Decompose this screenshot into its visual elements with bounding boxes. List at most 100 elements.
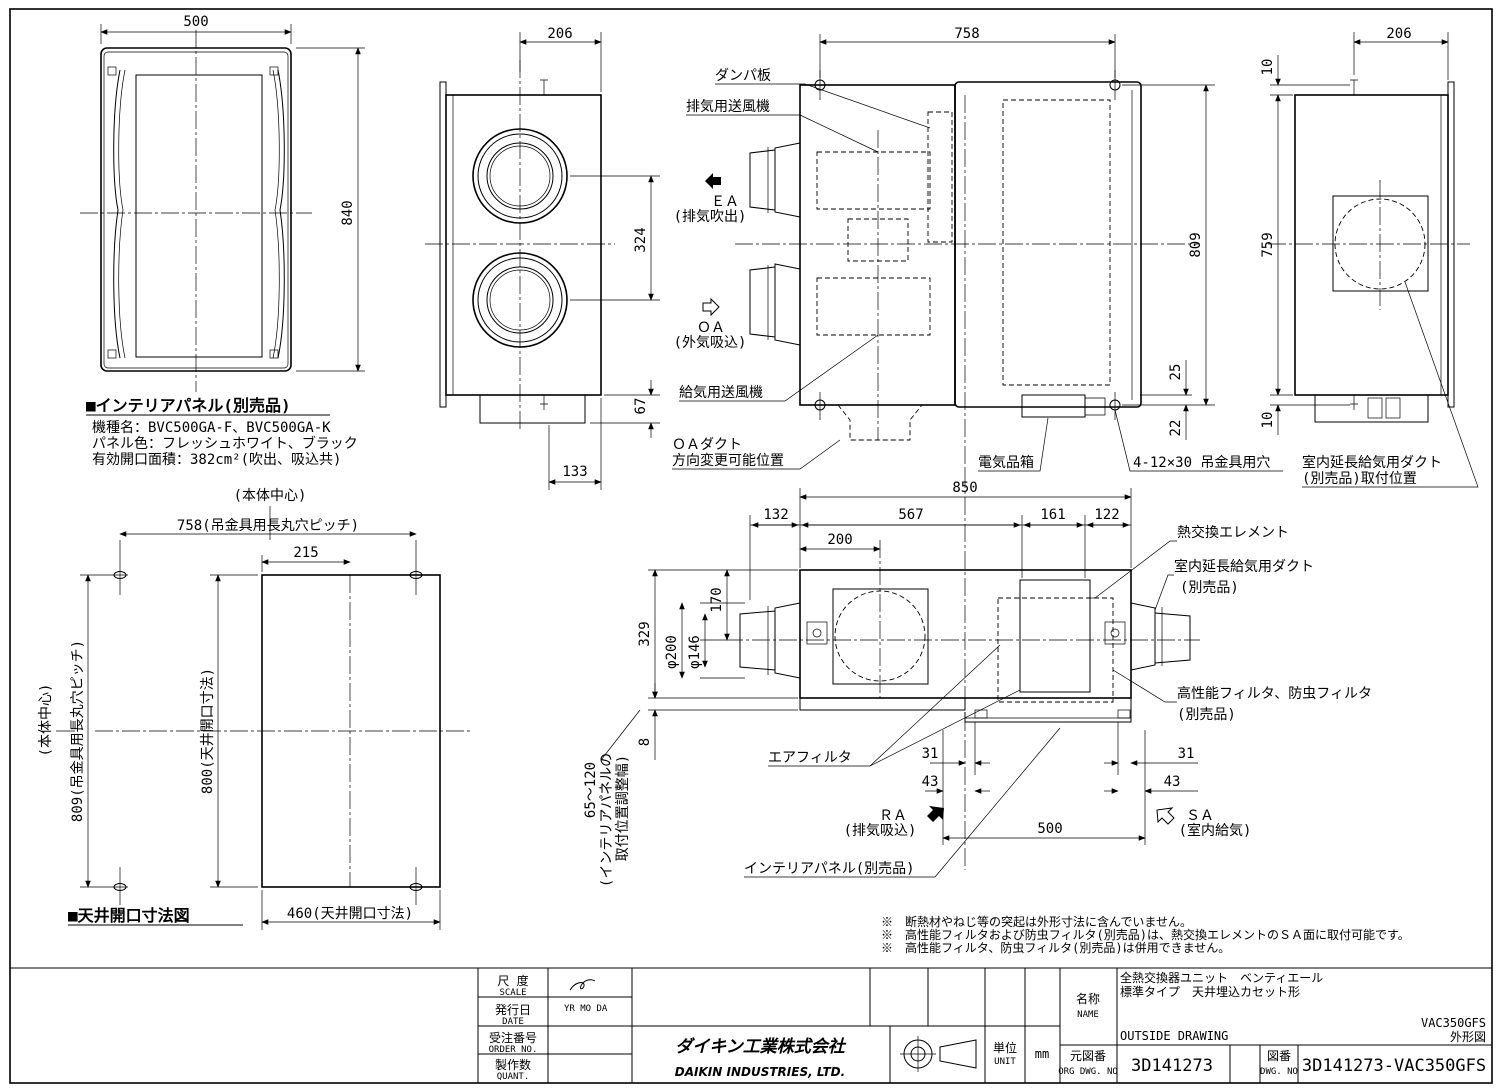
dim-plan-25: 25 [1168, 364, 1184, 381]
date-label-en: DATE [502, 1017, 524, 1027]
dim-bot-31a: 31 [922, 746, 939, 762]
order-label-jp: 受注番号 [489, 1030, 537, 1045]
scale-label-jp: 尺 度 [497, 973, 528, 988]
unit-label-en: UNIT [994, 1057, 1016, 1067]
note-3: ※ 高性能フィルタ、防虫フィルタ(別売品)は併用できません。 [881, 940, 1230, 955]
dim-bot-329: 329 [637, 621, 653, 646]
dim-ceil-215: 215 [293, 545, 318, 561]
label-panel-adjust-1: (インテリアパネルの [599, 753, 615, 887]
dim-bot-31b: 31 [1178, 746, 1195, 762]
ra-flow-label: ＲＡ (排気吸込) [844, 806, 944, 839]
ea-flow-label: ＥＡ (排気吹出) [674, 173, 747, 225]
company-name-en: DAIKIN INDUSTRIES, LTD. [675, 1065, 845, 1079]
ceiling-opening-view: (本体中心) 758(吊金具用長丸穴ピッチ) 215 809(吊金具用長丸穴ピッ… [38, 488, 470, 930]
quant-label-en: QUANT. [497, 1072, 530, 1082]
dim-front-324: 324 [633, 227, 649, 252]
dim-bot-43a: 43 [922, 774, 939, 790]
date-label-jp: 発行日 [495, 1003, 531, 1017]
label-indoor-duct-pos-1: 室内延長給気用ダクト [1302, 454, 1442, 471]
dwg-label-en: DWG. NO [1260, 1067, 1298, 1077]
dim-ceil-809: 809(吊金具用長丸穴ピッチ) [70, 640, 86, 822]
dim-bot-132: 132 [763, 507, 788, 523]
dim-bot-200: 200 [827, 532, 852, 548]
label-indoor-duct-1: 室内延長給気用ダクト [1174, 558, 1314, 575]
dwg-label-jp: 図番 [1267, 1049, 1291, 1063]
note-2: ※ 高性能フィルタおよび防虫フィルタ(別売品)は、熱交換エレメントのＳＡ面に取付… [881, 927, 1410, 942]
dim-bot-850: 850 [952, 480, 977, 496]
label-supply-fan: 給気用送風機 [679, 385, 763, 401]
dim-side-759: 759 [1260, 232, 1276, 257]
label-oa-desc: (外気吸込) [674, 335, 747, 351]
company-name-jp: ダイキン工業株式会社 [675, 1037, 846, 1057]
label-oa-code: ＯＡ [697, 320, 725, 336]
label-sa-desc: (室内給気) [1179, 822, 1252, 839]
dim-ceil-758: 758(吊金具用長丸穴ピッチ) [177, 518, 359, 534]
outside-drawing-label: OUTSIDE DRAWING [1120, 1029, 1228, 1043]
unit-label-jp: 単位 [993, 1040, 1017, 1055]
label-interior-panel: インテリアパネル(別売品) [744, 861, 915, 877]
side-view: 206 10 759 10 室内延長給気用ダクト (別売品)取付位置 [1260, 26, 1479, 488]
label-exhaust-fan: 排気用送風機 [686, 99, 770, 115]
label-ra-desc: (排気吸込) [844, 823, 917, 839]
dim-bot-500: 500 [1037, 821, 1062, 837]
dim-ceil-center-top: (本体中心) [234, 488, 307, 504]
dim-side-10a: 10 [1260, 59, 1276, 76]
dim-side-10b: 10 [1260, 412, 1276, 429]
dim-bot-8: 8 [637, 738, 653, 746]
title-line-1: 全熱交換器ユニット ベンティエール [1120, 970, 1323, 985]
dim-bot-122: 122 [1094, 507, 1119, 523]
dim-front-206: 206 [547, 26, 572, 42]
label-sa-code: ＳＡ [1186, 808, 1214, 824]
dim-ceil-460: 460(天井開口寸法) [287, 906, 413, 922]
dim-front-67: 67 [633, 398, 649, 415]
dim-ceil-800: 800(天井開口寸法) [200, 668, 216, 794]
label-oa-duct-1: ＯＡダクト [672, 437, 742, 453]
dim-top-840: 840 [340, 200, 356, 225]
ea-arrow-icon [705, 173, 721, 189]
orig-dwg-label-jp: 元図番 [1070, 1049, 1106, 1063]
date-fields: YR MO DA [564, 1004, 608, 1014]
oa-duct-bottom [739, 602, 801, 679]
dim-bot-d146: φ146 [687, 635, 703, 669]
label-damper: ダンパ板 [715, 68, 771, 84]
dim-side-206: 206 [1386, 26, 1411, 42]
oa-flow-label: ＯＡ (外気吸込) [674, 297, 747, 351]
label-hp-filter-2: (別売品) [1177, 707, 1236, 723]
label-ra-code: ＲＡ [879, 808, 907, 824]
dim-bot-d200: φ200 [664, 635, 680, 669]
dim-front-133: 133 [562, 464, 587, 480]
quant-label-jp: 製作数 [495, 1057, 531, 1072]
label-ea-desc: (排気吹出) [674, 209, 747, 225]
label-indoor-duct-2: (別売品) [1180, 580, 1239, 596]
bottom-view: 850 132 567 161 122 200 170 φ146 φ200 32… [583, 470, 1372, 887]
label-elec-box: 電気品箱 [978, 455, 1034, 471]
plan-view: 758 809 25 22 ダンパ板 排気用送風機 給気用送風機 ＥＡ (排気吹… [672, 26, 1283, 472]
sa-flow-label: ＳＡ (室内給気) [1156, 807, 1252, 839]
scale-label-en: SCALE [499, 988, 526, 998]
order-label-en: ORDER NO. [489, 1045, 538, 1055]
title-block: 尺 度 SCALE 発行日 DATE YR MO DA 受注番号 ORDER N… [10, 967, 1492, 1083]
sheet-border [9, 8, 1493, 1084]
panel-area: 有効開口面積：382cm²(吹出、吸込共) [92, 452, 341, 468]
label-air-filter: エアフィルタ [768, 750, 852, 766]
oa-arrow-icon [702, 297, 720, 317]
panel-color: パネル色：フレッシュホワイト、ブラック [92, 435, 358, 452]
dim-plan-22: 22 [1168, 420, 1184, 437]
label-panel-adjust-2: 取付位置調整幅) [615, 755, 631, 861]
orig-dwg-label-en: ORG DWG. NO [1058, 1067, 1118, 1077]
label-hanger-hole: 4-12×30 吊金具用穴 [1133, 455, 1270, 471]
drawing-type: 外形図 [1450, 1030, 1486, 1044]
dim-plan-809: 809 [1188, 232, 1204, 257]
ra-arrow-icon [927, 806, 944, 822]
dim-bot-65-120: 65～120 [583, 762, 599, 818]
front-view: 206 324 67 133 [425, 26, 660, 490]
dim-bot-170: 170 [709, 587, 725, 612]
name-label-jp: 名称 [1076, 991, 1100, 1006]
title-line-2: 標準タイプ 天井埋込カセット形 [1120, 984, 1300, 999]
sa-duct-bottom [1130, 602, 1191, 671]
oa-duct-plan [749, 263, 801, 346]
name-label-en: NAME [1077, 1010, 1099, 1020]
scale-na-mark [569, 979, 596, 991]
label-heat-element: 熱交換エレメント [1177, 524, 1289, 541]
